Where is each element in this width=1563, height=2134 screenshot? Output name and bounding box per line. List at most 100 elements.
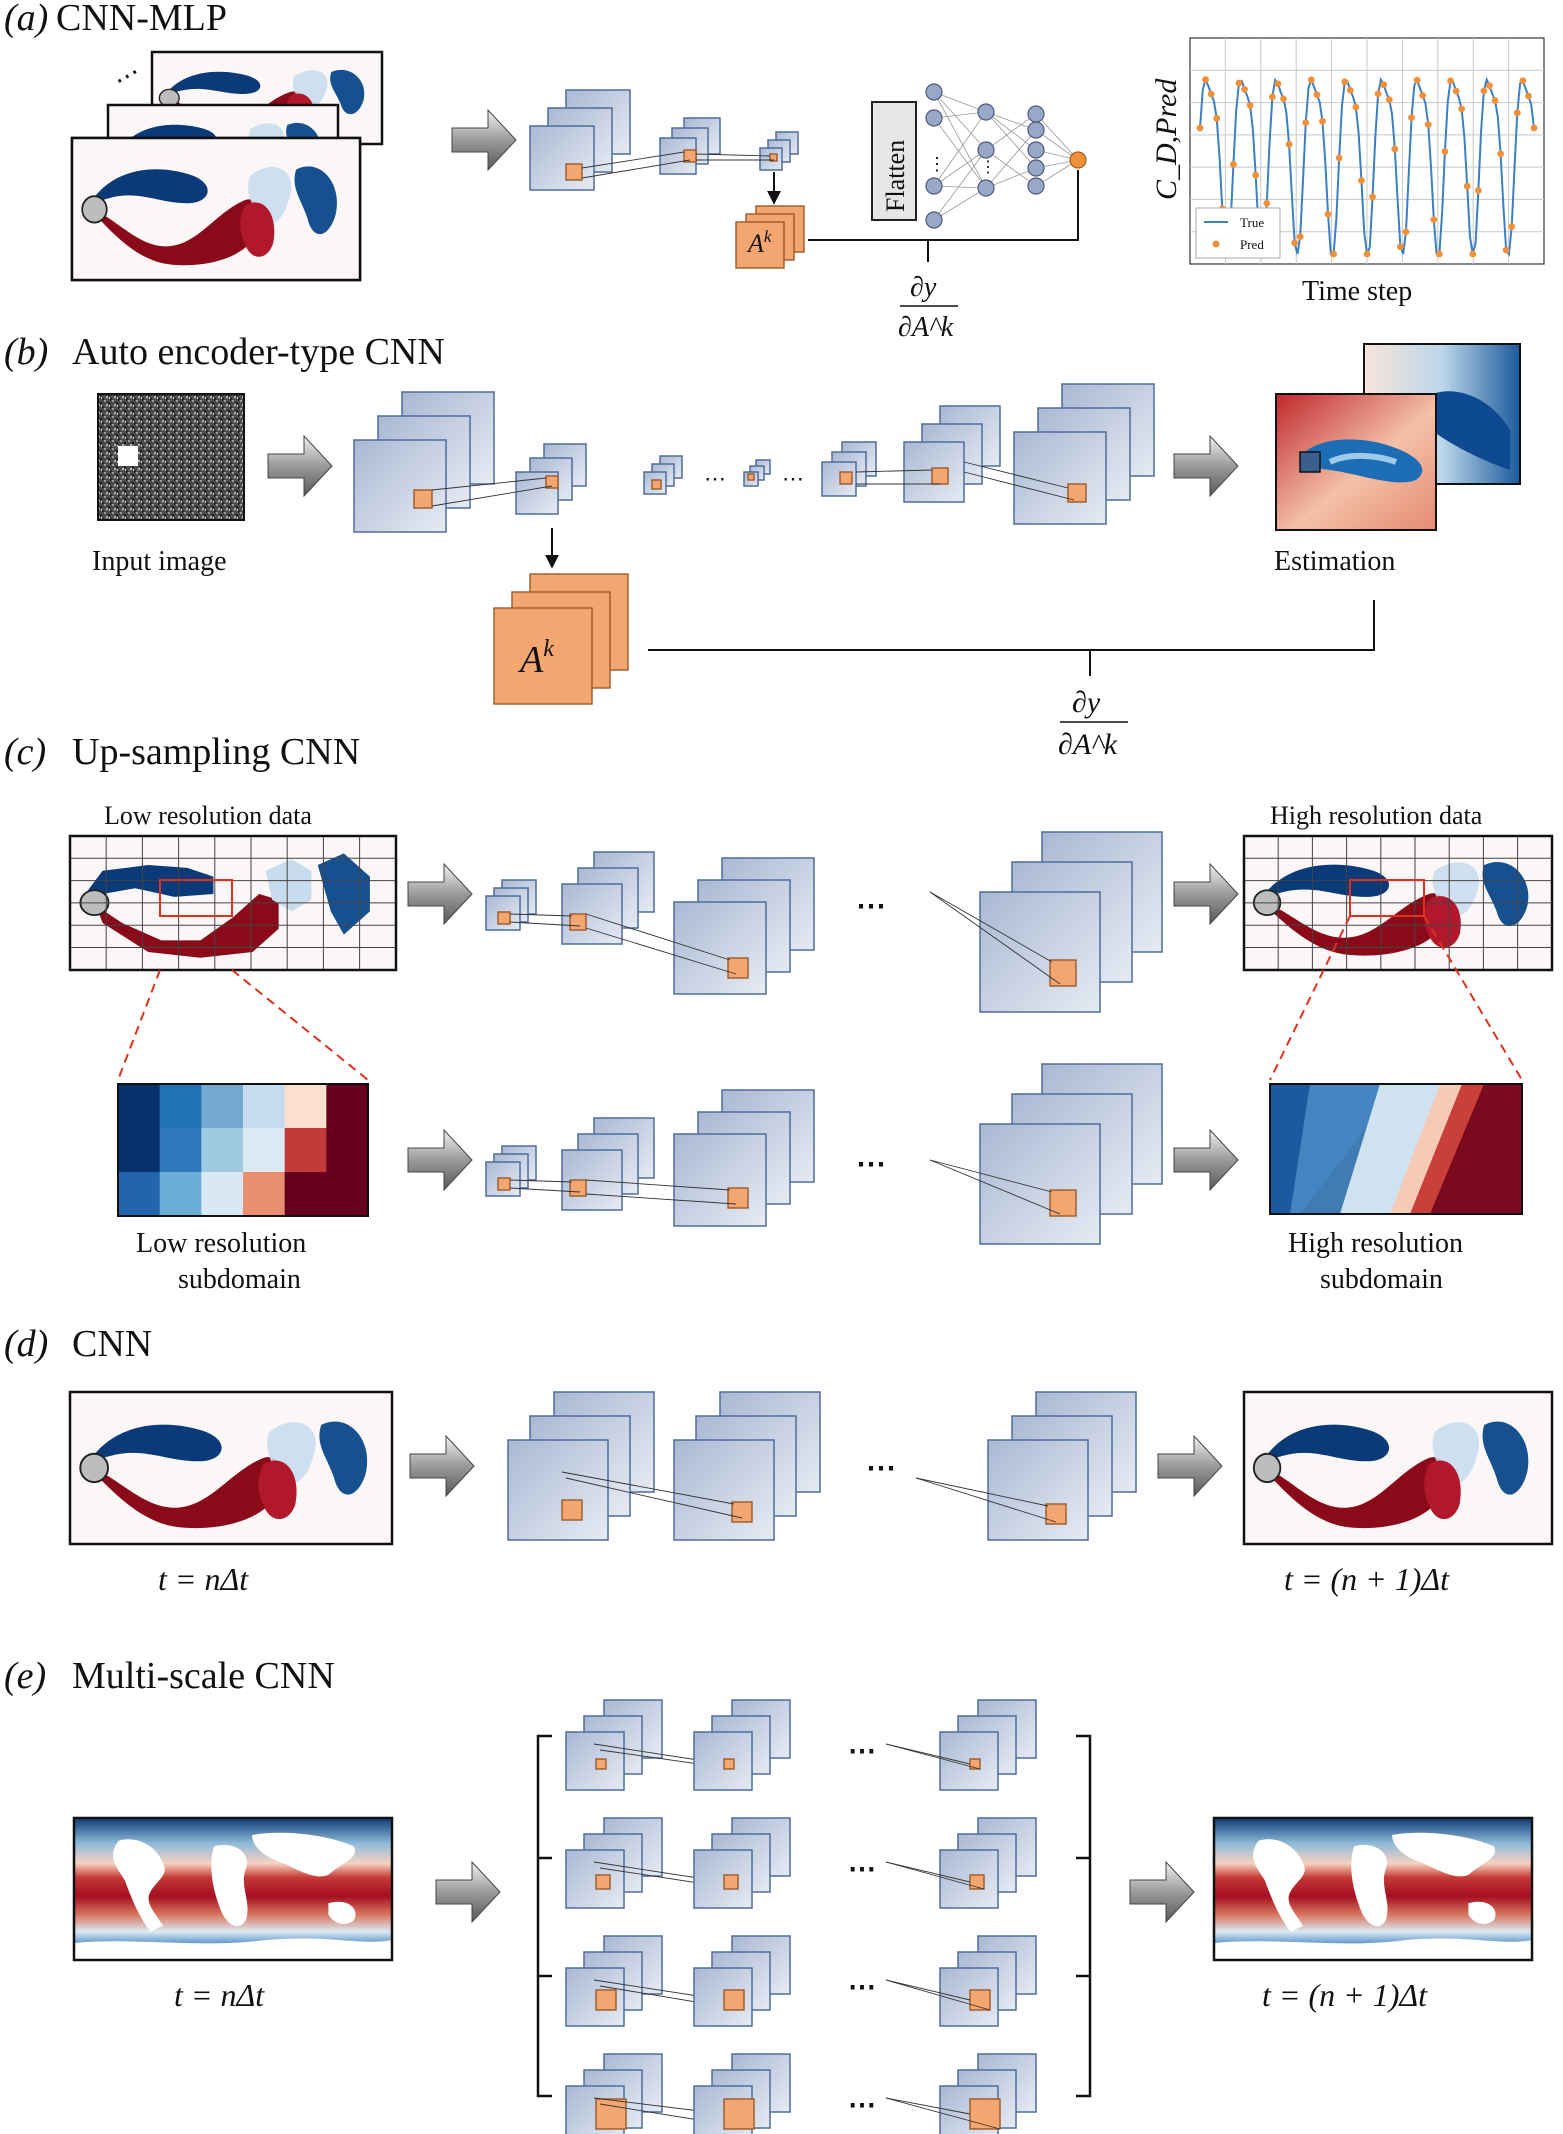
pred-point [1230,160,1237,168]
t-out-d: t = (n + 1)Δt [1284,1561,1450,1597]
arrow-c3 [407,1128,473,1192]
pred-point [1458,105,1466,113]
pred-point [1241,85,1248,93]
svg-text:⋯: ⋯ [109,57,146,95]
pred-point [1513,109,1521,117]
low-sub-label-1: Low resolution [136,1228,306,1259]
low-sub-label-2: subdomain [178,1264,301,1295]
pred-point [1335,154,1343,162]
multiscale-rows: ⋯⋯⋯⋯ [565,1699,1037,2134]
svg-text:⋯: ⋯ [848,1972,876,2003]
pred-point [1207,90,1215,98]
pred-point [1463,182,1471,190]
sst-output-map [1212,1816,1534,1962]
pred-point [1502,246,1510,254]
cnn-input-field [68,1390,394,1546]
sst-input-map [72,1816,394,1962]
pred-point [1452,87,1460,95]
legend-pred: Pred [1240,237,1264,252]
high-res-label: High resolution data [1270,801,1483,830]
pred-point [1285,140,1293,148]
pred-point [1319,117,1326,125]
pred-point [1385,96,1393,104]
pred-point [1235,79,1243,87]
pred-point [1291,239,1299,247]
panel-d-title: CNN [72,1323,152,1365]
arrow-e1 [435,1860,501,1924]
pred-point [1486,82,1493,90]
low-res-field [68,834,398,972]
pred-point [1525,92,1532,100]
svg-text:⋮: ⋮ [928,154,946,174]
pred-point [1491,97,1499,104]
t-out-e: t = (n + 1)Δt [1262,1977,1428,2013]
panel-e-letter: (e) [4,1655,46,1697]
pred-point [1307,76,1315,84]
flatten-label: Flatten [881,140,910,212]
upsample-layers-bottom: ⋯ [485,1063,1163,1245]
pred-point [1413,76,1421,84]
arrow-e2 [1129,1860,1195,1924]
pred-point [1424,121,1432,128]
panel-c-letter: (c) [4,731,46,773]
high-sub-label-1: High resolution [1288,1228,1463,1259]
arrow-b1 [267,434,333,498]
input-image [97,393,245,521]
t-in-e: t = nΔt [174,1977,265,2013]
pred-point [1508,223,1516,231]
arrow-b2 [1173,434,1239,498]
pred-point [1480,87,1488,95]
arrow-c2 [1173,862,1239,926]
high-sub-label-2: subdomain [1320,1264,1443,1295]
pred-point [1246,102,1254,109]
pred-point [1352,103,1360,111]
plot-xlabel: Time step [1302,276,1412,307]
pred-point [1374,90,1382,98]
arrow-d1 [409,1434,475,1498]
svg-text:⋯: ⋯ [848,1736,876,1767]
arrow-c1 [407,862,473,926]
pred-point [1330,250,1337,258]
pred-point [1391,145,1399,153]
conv-layers-a: Ak [529,89,805,269]
pred-point [1363,250,1371,258]
pred-point [1469,250,1477,258]
pred-point [1397,243,1404,251]
panel-a-title: CNN-MLP [56,0,227,39]
pred-point [1268,93,1276,101]
arrow-d2 [1157,1434,1223,1498]
pred-point [1447,77,1454,85]
arrow-c4 [1173,1128,1239,1192]
grad-num-b: ∂y [1072,686,1101,719]
pred-point [1202,76,1209,84]
high-res-subdomain [1269,1083,1523,1215]
pred-point [1380,81,1388,89]
pred-point [1313,91,1321,99]
pred-point [1213,114,1221,122]
pred-point [1252,171,1260,179]
pred-point [1296,233,1304,241]
panel-c: (c) Up-sampling CNN Low resolution data … [4,731,1554,1295]
panel-b-title: Auto encoder-type CNN [72,331,445,373]
pred-point [1408,114,1415,121]
multiscale-bracket [536,1734,1092,2098]
pred-point [1441,148,1449,155]
pred-point [1419,91,1427,99]
grad-den-a: ∂A^k [898,312,954,343]
svg-text:⋯: ⋯ [856,1148,886,1181]
estimation-label: Estimation [1274,546,1395,577]
svg-text:⋯: ⋯ [704,466,726,491]
svg-text:⋯: ⋯ [848,1854,876,1885]
grad-den-b: ∂A^k [1058,728,1118,761]
pred-point [1196,124,1204,132]
pred-point [1369,193,1376,201]
svg-text:⋯: ⋯ [782,466,804,491]
cd-plot: C_D,Pred Time step True Pred [1150,37,1545,307]
legend-true: True [1240,215,1264,230]
panel-b-letter: (b) [4,331,48,373]
arrow-a1 [451,108,517,172]
pred-point [1474,187,1482,194]
panel-a-letter: (a) [4,0,48,39]
pred-point [1358,177,1365,184]
